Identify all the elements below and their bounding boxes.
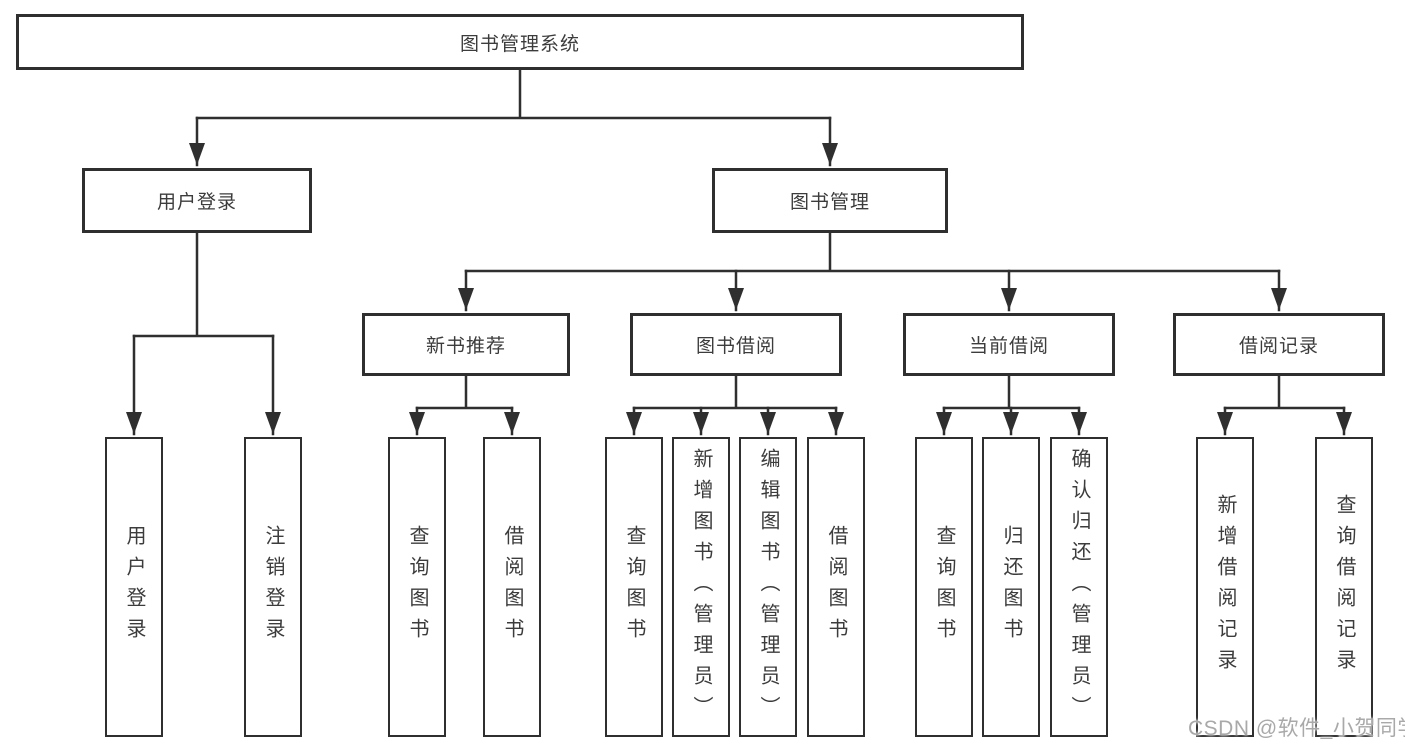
node-library-management-system: 图书管理系统 <box>16 14 1024 70</box>
leaf-add-borrow-record: 新增借阅记录 <box>1196 437 1254 737</box>
node-label: 新增图书（管理员） <box>690 447 712 727</box>
node-new-book-recommendation: 新书推荐 <box>362 313 570 376</box>
node-label: 查询图书 <box>623 525 645 649</box>
leaf-query-books-borrowing: 查询图书 <box>605 437 663 737</box>
leaf-return-books: 归还图书 <box>982 437 1040 737</box>
leaf-confirm-return-admin: 确认归还（管理员） <box>1050 437 1108 737</box>
leaf-edit-books-admin: 编辑图书（管理员） <box>739 437 797 737</box>
node-user-login: 用户登录 <box>82 168 312 233</box>
node-label: 归还图书 <box>1000 525 1022 649</box>
node-label: 借阅图书 <box>825 525 847 649</box>
node-label: 查询图书 <box>406 525 428 649</box>
leaf-query-books-recommendation: 查询图书 <box>388 437 446 737</box>
node-borrowing-records: 借阅记录 <box>1173 313 1385 376</box>
node-label: 编辑图书（管理员） <box>757 447 779 727</box>
watermark: CSDN @软件_小贺同学 <box>1188 717 1405 740</box>
node-label: 用户登录 <box>156 192 237 213</box>
node-book-management: 图书管理 <box>712 168 948 233</box>
node-current-borrowing: 当前借阅 <box>903 313 1115 376</box>
node-label: 借阅记录 <box>1238 336 1319 357</box>
node-label: 图书借阅 <box>695 336 776 357</box>
leaf-borrow-books-recommendation: 借阅图书 <box>483 437 541 737</box>
leaf-logout-login: 注销登录 <box>244 437 302 737</box>
leaf-query-books-current: 查询图书 <box>915 437 973 737</box>
leaf-add-books-admin: 新增图书（管理员） <box>672 437 730 737</box>
node-label: 查询借阅记录 <box>1333 494 1355 680</box>
node-label: 注销登录 <box>262 525 284 649</box>
node-label: 当前借阅 <box>968 336 1049 357</box>
leaf-borrow-books-borrowing: 借阅图书 <box>807 437 865 737</box>
node-book-borrowing: 图书借阅 <box>630 313 842 376</box>
node-label: 确认归还（管理员） <box>1068 447 1090 727</box>
node-label: 新增借阅记录 <box>1214 494 1236 680</box>
node-label: 用户登录 <box>123 525 145 649</box>
node-label: 借阅图书 <box>501 525 523 649</box>
leaf-user-login: 用户登录 <box>105 437 163 737</box>
node-label: 新书推荐 <box>425 336 506 357</box>
node-label: 图书管理 <box>789 192 870 213</box>
node-label: 图书管理系统 <box>459 33 580 55</box>
leaf-query-borrow-record: 查询借阅记录 <box>1315 437 1373 737</box>
node-label: 查询图书 <box>933 525 955 649</box>
